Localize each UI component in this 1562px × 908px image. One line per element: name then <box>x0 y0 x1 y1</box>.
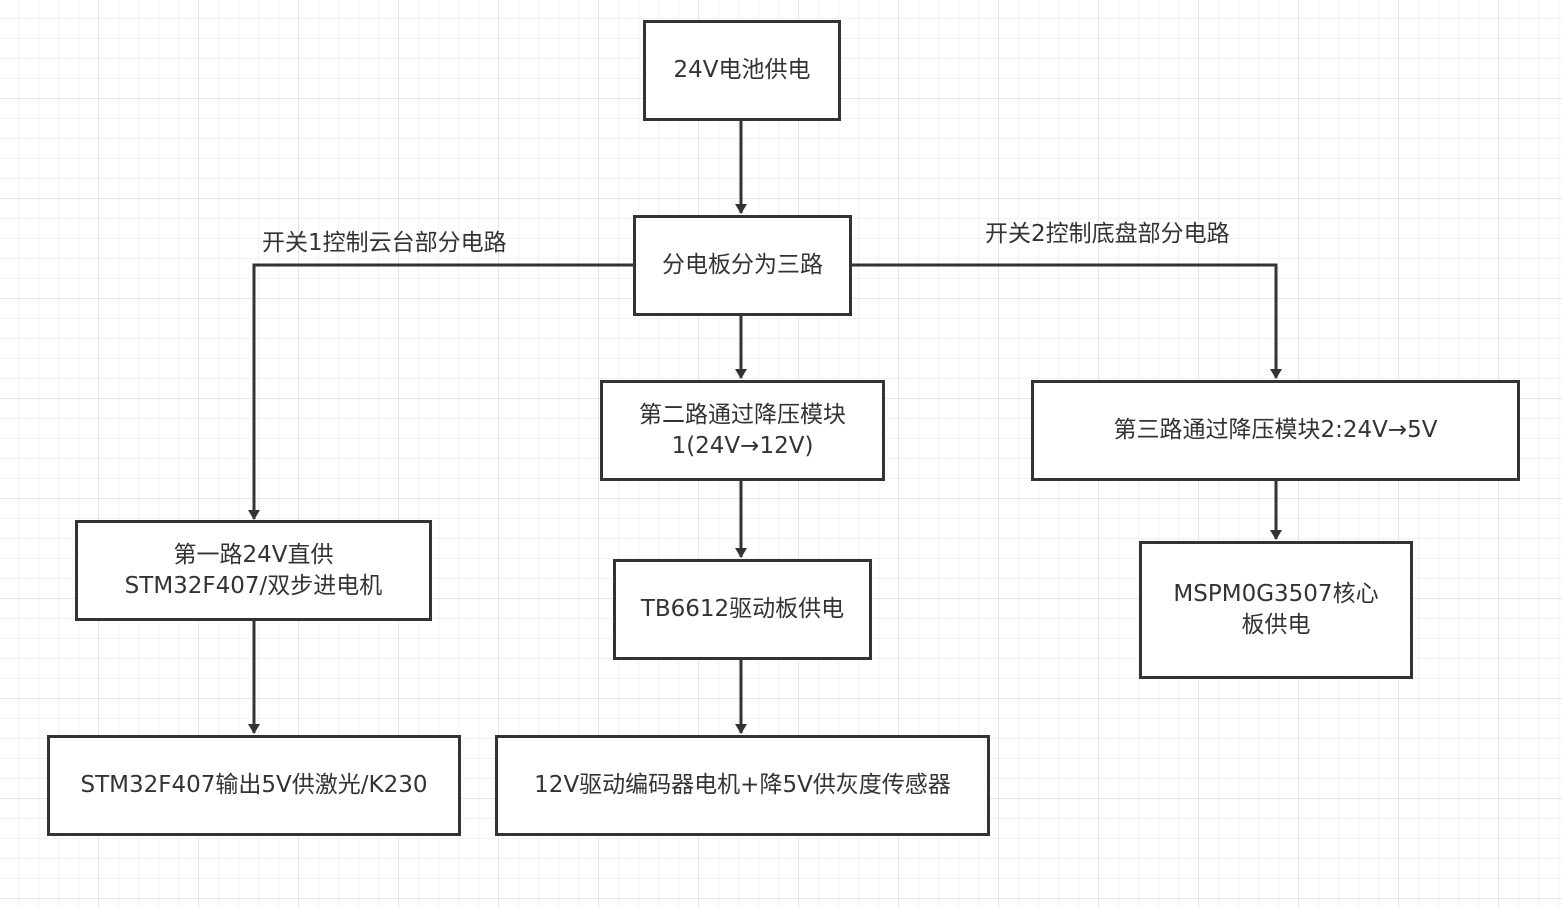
route2-driver-node: TB6612驱动板供电 <box>613 559 872 660</box>
battery-node: 24V电池供电 <box>643 20 841 121</box>
edge-distribution-to-route3 <box>851 263 1282 379</box>
route3-node: 第三路通过降压模块2:24V→5V <box>1031 380 1520 481</box>
route3-output-node: MSPM0G3507核心 板供电 <box>1139 541 1413 679</box>
distribution-board-node: 分电板分为三路 <box>633 215 852 316</box>
edge-distribution-to-route1 <box>248 263 634 520</box>
route2-output-node: 12V驱动编码器电机+降5V供灰度传感器 <box>495 735 990 836</box>
route2-node: 第二路通过降压模块 1(24V→12V) <box>600 380 885 481</box>
route1-node: 第一路24V直供 STM32F407/双步进电机 <box>75 520 432 621</box>
switch2-label: 开关2控制底盘部分电路 <box>985 221 1230 247</box>
switch1-label: 开关1控制云台部分电路 <box>262 230 507 256</box>
route1-output-node: STM32F407输出5V供激光/K230 <box>47 735 461 836</box>
